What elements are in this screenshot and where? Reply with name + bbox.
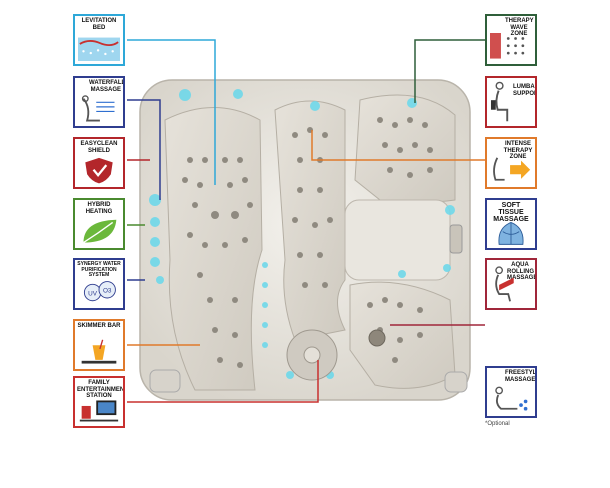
leaf-icon <box>83 219 117 244</box>
drink-icon <box>81 339 117 364</box>
feature-label: SOFT TISSUE MASSAGE <box>493 202 529 223</box>
freestyle-massage-icon <box>495 386 528 411</box>
jets <box>182 117 433 368</box>
corner-seat-top <box>354 94 456 203</box>
feature-label: FREESTYLE MASSAGE <box>505 370 537 383</box>
feature-card-skimmer-bar[interactable]: SKIMMER BAR <box>73 319 125 371</box>
feature-label: LUMBAR SUPPORT <box>513 84 537 97</box>
led-lights <box>149 89 455 379</box>
waterfall-massage-icon <box>81 95 115 122</box>
feature-label: SYNERGY WATER PURIFICATION SYSTEM <box>77 261 121 278</box>
feature-card-easyclean-shield[interactable]: EASYCLEAN SHIELD <box>73 137 125 189</box>
wave-zone-icon <box>490 33 525 59</box>
ozone-badge: O3 <box>103 288 112 295</box>
feature-label: LEVITATION BED <box>81 18 117 31</box>
feature-card-therapy-wave-zone[interactable]: THERAPY WAVE ZONE <box>485 14 537 66</box>
shield-icon <box>85 157 113 184</box>
aqua-rolling-icon <box>495 266 514 302</box>
corner-seat-bottom <box>349 281 456 389</box>
lumbar-support-icon <box>490 81 509 122</box>
feature-label: THERAPY WAVE ZONE <box>505 18 534 37</box>
uv-badge: UV <box>88 290 98 297</box>
feature-card-levitation-bed[interactable]: LEVITATION BED <box>73 14 125 66</box>
footnote-optional: *Optional <box>485 421 510 427</box>
feature-card-freestyle-massage[interactable]: FREESTYLE MASSAGE <box>485 366 537 418</box>
feature-label: INTENSE THERAPY ZONE <box>503 141 533 160</box>
levitation-bed-icon <box>78 37 120 62</box>
feature-card-waterfall-massage[interactable]: WATERFALL MASSAGE <box>73 76 125 128</box>
feature-label: SKIMMER BAR <box>77 323 121 329</box>
feature-card-family-entertainment[interactable]: FAMILY ENTERTAINMENT STATION <box>73 376 125 428</box>
feature-label: WATERFALL MASSAGE <box>89 80 125 93</box>
intense-therapy-icon <box>493 157 531 181</box>
feature-card-synergy[interactable]: SYNERGY WATER PURIFICATION SYSTEM UV O3 <box>73 258 125 310</box>
feature-card-lumbar-support[interactable]: LUMBAR SUPPORT <box>485 76 537 128</box>
feature-label: AQUA ROLLING MASSAGE <box>507 262 537 281</box>
feature-card-aqua-rolling-massage[interactable]: AQUA ROLLING MASSAGE <box>485 258 537 310</box>
feature-card-intense-therapy-zone[interactable]: INTENSE THERAPY ZONE <box>485 137 537 189</box>
connector-lines <box>127 39 485 403</box>
feature-label: FAMILY ENTERTAINMENT STATION <box>77 380 125 399</box>
lounger-seat <box>164 107 263 391</box>
center-seat <box>274 100 346 341</box>
back-muscle-icon <box>498 221 524 245</box>
control-panel <box>449 224 463 254</box>
feature-label: EASYCLEAN SHIELD <box>80 141 118 154</box>
feature-label: HYBRID HEATING <box>85 202 113 215</box>
drain <box>368 329 386 347</box>
footwell <box>344 199 451 281</box>
entertainment-icon <box>79 400 119 422</box>
feature-card-hybrid-heating[interactable]: HYBRID HEATING <box>73 198 125 250</box>
purification-icon: UV O3 <box>83 281 116 302</box>
feature-card-soft-tissue-massage[interactable]: SOFT TISSUE MASSAGE <box>485 198 537 250</box>
